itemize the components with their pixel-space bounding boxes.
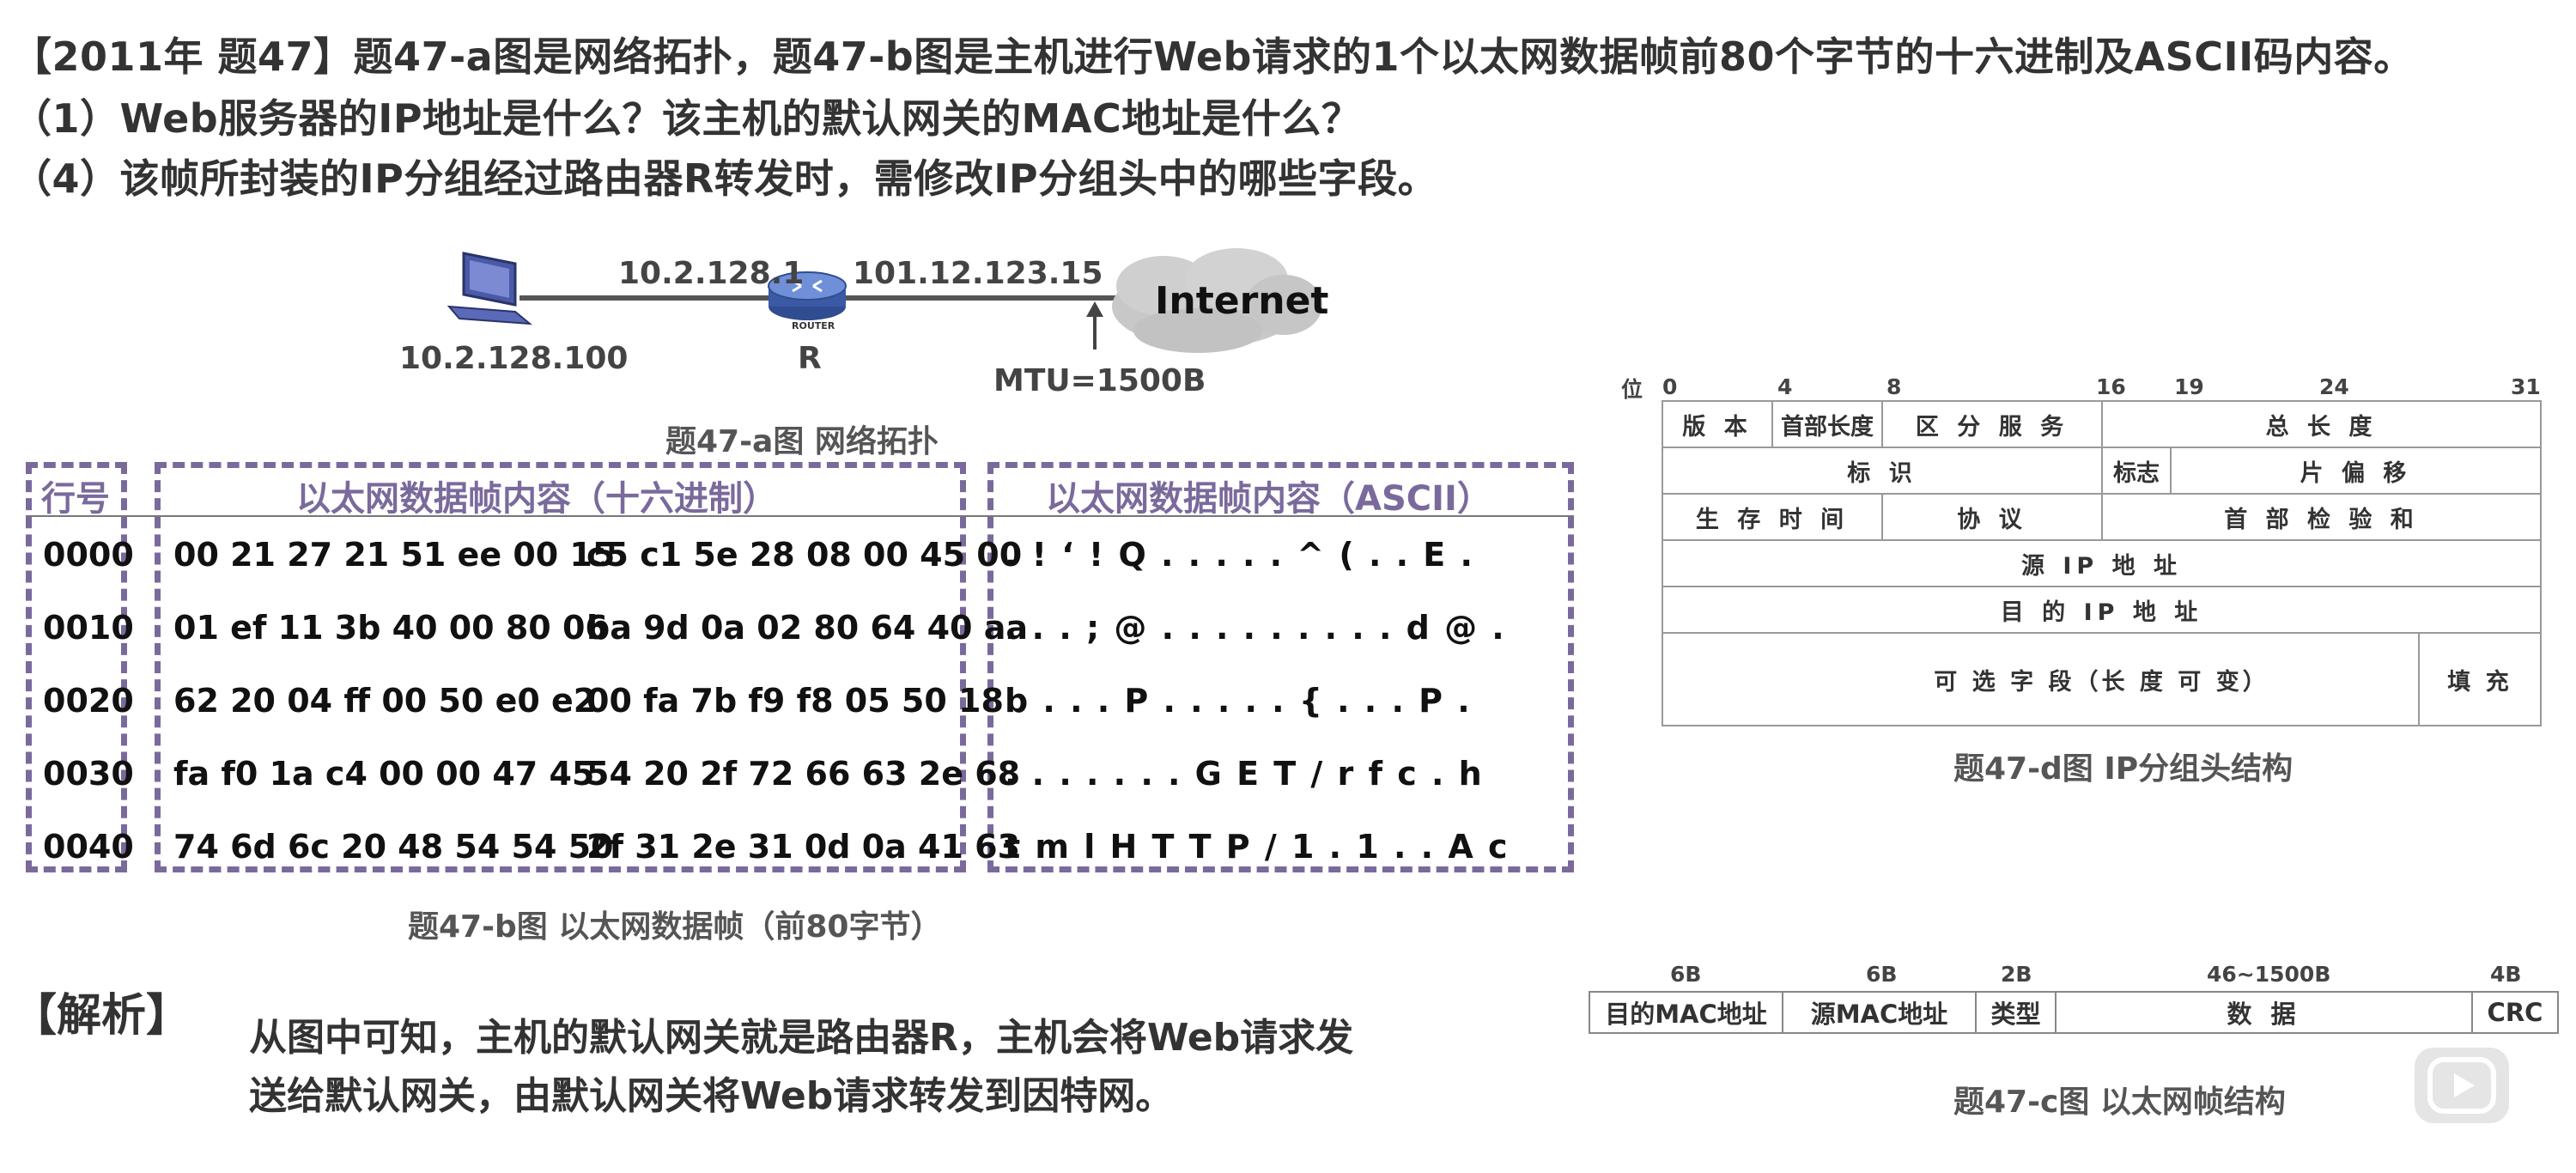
bit-number: 8 xyxy=(1886,374,1902,399)
cloud-icon xyxy=(1112,248,1322,353)
mtu-label: MTU=1500B xyxy=(993,363,1206,398)
hex-group-a: fa f0 1a c4 00 00 47 45 xyxy=(173,755,595,793)
hex-group-a: 01 ef 11 3b 40 00 80 06 xyxy=(173,609,608,647)
dst-ip-field: 目 的 IP 地 址 xyxy=(1662,586,2542,634)
bit-number: 24 xyxy=(2319,374,2349,399)
network-topology: 10.2.128.100 10.2.128.1 101.12.123.15 RO… xyxy=(399,245,1378,416)
hex-group-a: 74 6d 6c 20 48 54 54 50 xyxy=(173,828,614,866)
question-part-4: （4）该帧所封装的IP分组经过路由器R转发时，需修改IP分组头中的哪些字段。 xyxy=(12,155,1438,202)
bit-number: 4 xyxy=(1777,374,1793,399)
router-icon xyxy=(768,271,847,320)
analysis-line-1: 从图中可知，主机的默认网关就是路由器R，主机会将Web请求发 xyxy=(249,1016,1354,1060)
ip-header-table: 版 本 首部长度 区 分 服 务 总 长 度 标 识 标志 片 偏 移 生 存 … xyxy=(1662,400,2542,726)
row-offset: 0010 xyxy=(43,609,134,647)
hex-group-b: 2f 31 2e 31 0d 0a 41 63 xyxy=(586,828,1021,866)
ihl-field: 首部长度 xyxy=(1771,400,1883,448)
router-right-ip-label: 101.12.123.15 xyxy=(853,256,1103,291)
bit-number: 19 xyxy=(2174,374,2204,399)
play-button[interactable] xyxy=(2415,1048,2509,1123)
field-size: 6B xyxy=(1866,962,1898,987)
row-number-header: 行号 xyxy=(41,479,110,519)
total-length-field: 总 长 度 xyxy=(2101,400,2542,448)
tos-field: 区 分 服 务 xyxy=(1881,400,2103,448)
ethernet-frame-table: 目的MAC地址 源MAC地址 类型 数 据 CRC xyxy=(1589,991,2559,1034)
identification-field: 标 识 xyxy=(1662,447,2103,495)
src-ip-field: 源 IP 地 址 xyxy=(1662,539,2542,587)
ip-header-caption: 题47-d图 IP分组头结构 xyxy=(1953,751,2293,787)
data-field: 数 据 xyxy=(2055,991,2473,1034)
topology-drawing xyxy=(447,248,1322,353)
ascii-row: . . . ; @ . . . . . . . . . d @ . xyxy=(1005,609,1506,647)
flags-field: 标志 xyxy=(2101,447,2172,495)
ascii-row: b . . . P . . . . . { . . . P . xyxy=(1005,682,1472,720)
hex-content-box xyxy=(155,462,966,872)
field-size: 6B xyxy=(1670,962,1702,987)
hex-group-b: 54 20 2f 72 66 63 2e 68 xyxy=(586,755,1021,793)
options-row: 可 选 字 段（长 度 可 变） 填 充 xyxy=(1662,632,2542,726)
computer-icon xyxy=(447,252,533,325)
row-offset: 0020 xyxy=(43,682,134,720)
protocol-field: 协 议 xyxy=(1881,493,2103,541)
ttl-field: 生 存 时 间 xyxy=(1662,493,1883,541)
hex-group-a: 62 20 04 ff 00 50 e0 e2 xyxy=(173,682,597,720)
field-size: 4B xyxy=(2490,962,2522,987)
frame-caption: 题47-b图 以太网数据帧（前80字节） xyxy=(408,909,942,945)
topology-caption: 题47-a图 网络拓扑 xyxy=(665,424,939,459)
row-offset: 0040 xyxy=(43,828,134,866)
hex-group-b: ba 9d 0a 02 80 64 40 aa xyxy=(586,609,1028,647)
hex-header: 以太网数据帧内容（十六进制） xyxy=(296,479,777,519)
checksum-field: 首 部 检 验 和 xyxy=(2101,493,2542,541)
router-name-label: R xyxy=(798,341,822,376)
hex-group-a: 00 21 27 21 51 ee 00 15 xyxy=(173,536,616,574)
play-icon xyxy=(2427,1057,2496,1114)
ethernet-frame-caption: 题47-c图 以太网帧结构 xyxy=(1953,1085,2286,1120)
type-field: 类型 xyxy=(1975,991,2057,1034)
question-part-1: （1）Web服务器的IP地址是什么？该主机的默认网关的MAC地址是什么？ xyxy=(12,95,1362,142)
bit-label: 位 xyxy=(1621,377,1643,402)
hex-group-b: c5 c1 5e 28 08 00 45 00 xyxy=(586,536,1023,574)
analysis-label: 【解析】 xyxy=(12,990,191,1042)
field-size: 46~1500B xyxy=(2207,962,2331,987)
hex-group-b: 00 fa 7b f9 f8 05 50 18 xyxy=(586,682,1004,720)
arrow-up-icon xyxy=(1086,301,1103,349)
question-title: 【2011年 题47】题47-a图是网络拓扑，题47-b图是主机进行Web请求的… xyxy=(12,33,2414,80)
dst-mac-field: 目的MAC地址 xyxy=(1589,991,1783,1034)
row-offset: 0030 xyxy=(43,755,134,793)
row-number-box xyxy=(26,462,127,872)
fragment-offset-field: 片 偏 移 xyxy=(2170,447,2542,495)
ascii-header: 以太网数据帧内容（ASCII） xyxy=(1046,479,1492,519)
src-mac-field: 源MAC地址 xyxy=(1782,991,1977,1034)
header-divider xyxy=(26,515,1574,517)
router-left-ip-label: 10.2.128.1 xyxy=(618,256,805,291)
padding-field: 填 充 xyxy=(2418,634,2540,725)
ascii-row: t m l H T T P / 1 . 1 . . A c xyxy=(1005,828,1510,866)
field-size: 2B xyxy=(2001,962,2032,987)
crc-field: CRC xyxy=(2471,991,2559,1034)
analysis-line-2: 送给默认网关，由默认网关将Web请求转发到因特网。 xyxy=(249,1074,1174,1118)
host-ip-label: 10.2.128.100 xyxy=(399,341,629,376)
bit-number: 0 xyxy=(1662,374,1678,399)
options-field: 可 选 字 段（长 度 可 变） xyxy=(1934,668,2269,696)
ascii-row: . ! ‘ ! Q . . . . . ^ ( . . E . xyxy=(1005,536,1474,574)
ascii-content-box xyxy=(987,462,1574,872)
router-badge: ROUTER xyxy=(792,320,835,331)
bit-number: 16 xyxy=(2096,374,2126,399)
ascii-row: . . . . . . . G E T / r f c . h xyxy=(1005,755,1484,793)
bit-number: 31 xyxy=(2511,374,2541,399)
version-field: 版 本 xyxy=(1662,400,1773,448)
row-offset: 0000 xyxy=(43,536,134,574)
internet-label: Internet xyxy=(1155,279,1329,323)
